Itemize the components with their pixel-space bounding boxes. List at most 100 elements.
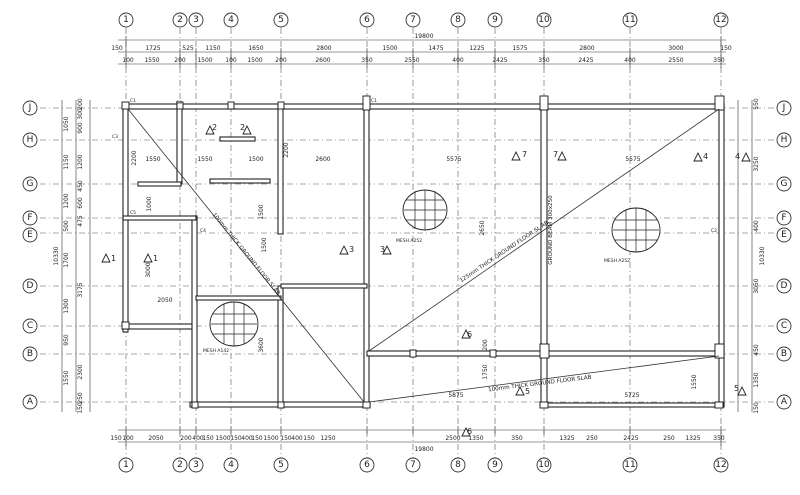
column [277,401,285,409]
svg-text:1300: 1300 [63,298,70,313]
grid-bubble-left-H: H [22,132,38,148]
svg-text:1500: 1500 [261,237,268,252]
svg-text:2800: 2800 [579,45,594,52]
svg-text:2300: 2300 [77,364,84,379]
svg-text:250: 250 [586,435,598,442]
svg-text:1750: 1750 [482,364,489,379]
svg-text:550: 550 [753,98,760,110]
svg-text:2050: 2050 [157,297,172,304]
svg-text:J: J [782,103,786,113]
svg-text:400: 400 [291,435,303,442]
svg-text:12: 12 [715,15,726,25]
grid-bubble-bottom-5: 5 [273,457,289,473]
svg-text:200: 200 [482,339,489,351]
svg-text:3: 3 [349,245,354,254]
left-overall-dim: 10330 [53,246,60,265]
svg-text:350: 350 [538,57,550,64]
top-grid-bubbles: 1 2 3 4 5 6 7 8 9 10 11 12 [118,12,729,28]
svg-text:12: 12 [715,460,726,470]
svg-text:2600: 2600 [315,57,330,64]
svg-text:2425: 2425 [578,57,593,64]
svg-text:100: 100 [122,435,134,442]
svg-text:6: 6 [364,460,370,470]
svg-text:2: 2 [177,15,183,25]
svg-text:1500: 1500 [248,156,263,163]
svg-text:5725: 5725 [624,392,639,399]
wall-bottom-a-right [543,402,725,408]
left-dims-col2: 200 300 900 1200 450 600 475 3175 2300 2… [77,98,84,414]
svg-text:3600: 3600 [258,337,265,352]
svg-text:150: 150 [111,45,123,52]
svg-text:150: 150 [202,435,214,442]
grid-bubble-left-D: D [22,278,38,294]
slab-note-2: 125mm THICK GROUND FLOOR SL AB [459,220,550,284]
grid-bubble-right-J: J [776,100,792,116]
left-grid-bubbles: J H G F E D C B A [22,100,38,410]
svg-text:1325: 1325 [559,435,574,442]
svg-text:200: 200 [174,57,186,64]
grid-bubble-left-A: A [22,394,38,410]
grid-bubble-left-B: B [22,346,38,362]
column-tag: C5 [130,210,136,216]
wall-right-12 [718,103,725,407]
wall-g-1-2 [137,181,182,187]
grid-bubble-bottom-2: 2 [172,457,188,473]
svg-text:2: 2 [240,123,245,132]
section-marker-3a: 3 [339,244,354,255]
right-grid-bubbles: J H G F E D C B A [776,100,792,410]
svg-text:100: 100 [225,57,237,64]
svg-text:1250: 1250 [320,435,335,442]
column [539,401,549,409]
svg-text:2600: 2600 [315,156,330,163]
svg-text:2050: 2050 [148,435,163,442]
grid-bubble-left-E: E [22,227,38,243]
overall-dimensions: 19800 19800 10330 10330 [53,33,766,453]
svg-text:1550: 1550 [691,374,698,389]
svg-text:1575: 1575 [512,45,527,52]
svg-text:3: 3 [193,460,199,470]
wall-top-j [123,103,725,110]
svg-text:10: 10 [538,15,550,25]
svg-text:5575: 5575 [625,156,640,163]
column [714,401,724,409]
wall-d-5-6 [280,283,368,289]
grid-bubble-bottom-7: 7 [405,457,421,473]
svg-text:400: 400 [624,57,636,64]
svg-text:400: 400 [241,435,253,442]
svg-text:2800: 2800 [316,45,331,52]
svg-text:9: 9 [492,460,498,470]
svg-text:1725: 1725 [145,45,160,52]
svg-text:1475: 1475 [428,45,443,52]
mesh-label: MESH A252 [396,238,422,244]
svg-text:2650: 2650 [479,220,486,235]
svg-text:1550: 1550 [145,156,160,163]
svg-text:2200: 2200 [131,150,138,165]
svg-text:3: 3 [380,245,385,254]
svg-text:250: 250 [77,392,84,404]
grid-bubble-bottom-3: 3 [188,457,204,473]
mesh-patch-2: MESH A252 [604,207,661,264]
column [409,349,417,358]
svg-text:200: 200 [77,98,84,110]
svg-text:C: C [27,321,33,331]
grid-bubble-top-4: 4 [223,12,239,28]
svg-text:150: 150 [77,402,84,414]
svg-text:1500: 1500 [382,45,397,52]
top-overall-dim: 19800 [414,33,433,40]
dimension-lines [61,36,753,446]
svg-text:1550: 1550 [144,57,159,64]
grid-bubble-top-3: 3 [188,12,204,28]
svg-text:2550: 2550 [668,57,683,64]
svg-text:150: 150 [230,435,242,442]
grid-bubble-left-G: G [22,176,38,192]
grid-bubble-right-B: B [776,346,792,362]
grid-bubble-bottom-9: 9 [487,457,503,473]
interior-dimensions: 2200 1550 1550 1500 2200 2600 5575 5575 … [131,142,698,399]
grid-bubble-left-C: C [22,318,38,334]
slab-note-1: 100mm THICK GROUND FLOOR SLAB [211,212,281,297]
section-marker-5b: 5 [734,384,747,396]
bottom-overall-dim: 19800 [414,446,433,453]
svg-text:1550: 1550 [63,370,70,385]
svg-text:1200: 1200 [77,154,84,169]
